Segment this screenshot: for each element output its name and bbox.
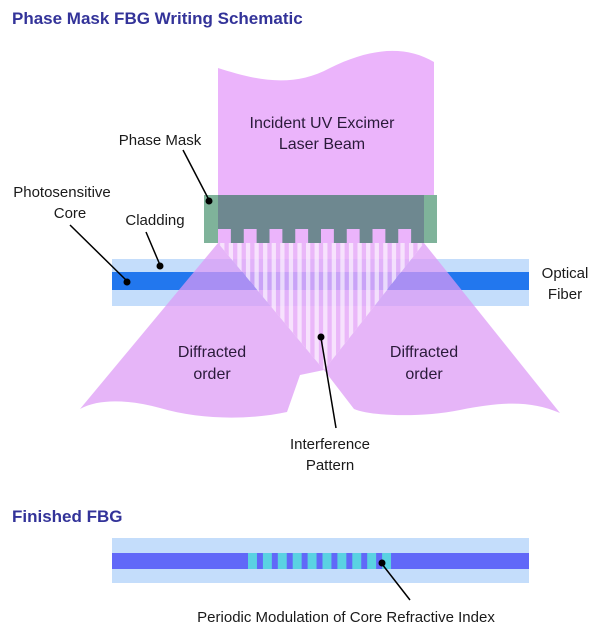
grating-period — [307, 553, 317, 569]
beam-label-line1: Incident UV Excimer — [250, 115, 396, 132]
grating-period — [292, 553, 302, 569]
cladding-pointer-dot — [156, 262, 164, 270]
finished-fbg — [112, 538, 529, 583]
interference-label-line1: Interference — [290, 436, 370, 453]
phase-mask-pointer-dot — [205, 197, 213, 205]
core-pointer-dot — [123, 278, 131, 286]
phase-mask-leader — [182, 149, 210, 201]
interference-fringe — [305, 243, 311, 370]
uv-laser-beam — [218, 50, 434, 196]
grating-period — [337, 553, 347, 569]
phase-mask-label: Phase Mask — [119, 132, 202, 149]
core-leader — [69, 224, 128, 282]
diffracted-left-line2: order — [193, 366, 231, 383]
interference-pointer-dot — [317, 333, 325, 341]
core-label-line1: Photosensitive — [13, 184, 111, 201]
interference-fringe — [348, 243, 354, 370]
grating-period — [262, 553, 272, 569]
interference-label-line2: Pattern — [306, 457, 354, 474]
grating-period — [367, 553, 377, 569]
phase-mask — [204, 195, 437, 243]
phase-mask-tooth — [359, 228, 373, 243]
phase-mask-tooth — [256, 228, 270, 243]
diffracted-right-line2: order — [405, 366, 443, 383]
phase-mask-tooth — [411, 228, 424, 243]
interference-fringe — [323, 243, 328, 370]
diffracted-right-line1: Diffracted — [390, 344, 458, 361]
modulation-pointer-dot — [378, 559, 386, 567]
grating-period — [352, 553, 362, 569]
phase-mask-tooth — [333, 228, 347, 243]
grating-period — [277, 553, 287, 569]
bragg-grating — [248, 553, 392, 569]
beam-label-line2: Laser Beam — [279, 136, 365, 153]
fiber-label-line1: Optical — [542, 265, 589, 282]
interference-fringe — [331, 243, 337, 370]
interference-fringe — [280, 243, 285, 370]
phase-mask-tooth — [230, 228, 244, 243]
diffracted-order-right — [324, 243, 560, 416]
main-title: Phase Mask FBG Writing Schematic — [12, 9, 303, 28]
finished-fbg-title: Finished FBG — [12, 507, 123, 526]
interference-fringe — [297, 243, 302, 370]
grating-period — [248, 553, 257, 569]
interference-leader — [320, 337, 337, 429]
modulation-label: Periodic Modulation of Core Refractive I… — [197, 609, 495, 626]
phase-mask-teeth — [230, 228, 424, 243]
diffracted-left-line1: Diffracted — [178, 344, 246, 361]
interference-fringe — [366, 243, 371, 370]
interference-fringe — [288, 243, 294, 370]
interference-fringe — [271, 243, 276, 370]
phase-mask-tooth — [385, 228, 399, 243]
grating-period — [322, 553, 332, 569]
phase-mask-body — [218, 195, 424, 229]
interference-fringe — [357, 243, 362, 370]
diffracted-order-left — [80, 243, 324, 418]
interference-fringe — [314, 243, 319, 370]
cladding-leader — [145, 231, 161, 266]
grating-period — [382, 553, 392, 569]
interference-fringe — [340, 243, 345, 370]
phase-mask-tooth — [308, 228, 321, 243]
core-label-line2: Core — [54, 205, 87, 222]
finished-core — [112, 553, 529, 569]
modulation-leader — [381, 563, 411, 601]
cladding-label: Cladding — [125, 212, 184, 229]
phase-mask-tooth — [282, 228, 296, 243]
fiber-label-line2: Fiber — [548, 286, 582, 303]
